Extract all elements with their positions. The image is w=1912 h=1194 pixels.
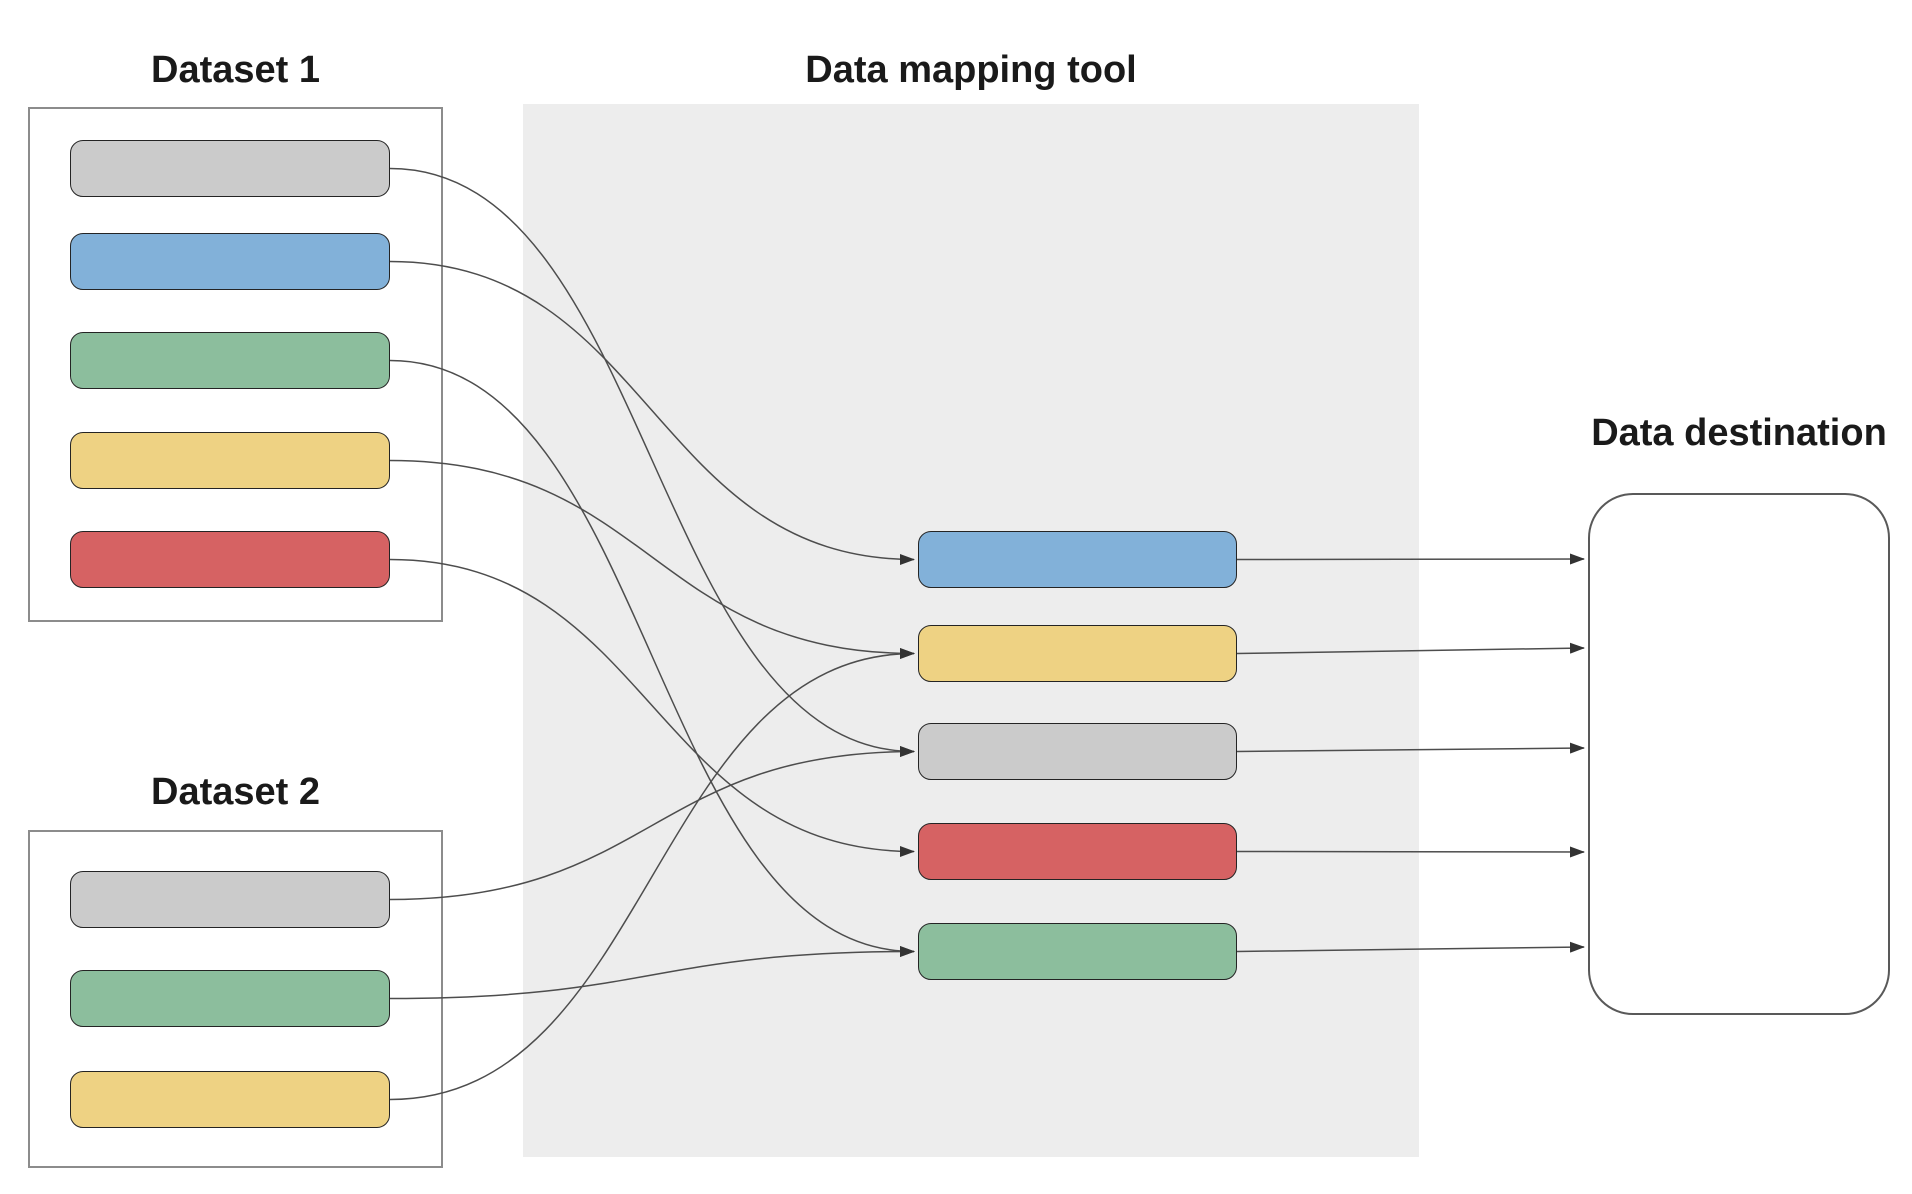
dataset2-field-green bbox=[70, 970, 390, 1027]
mapping-field-red bbox=[918, 823, 1237, 880]
destination-edge-blue bbox=[1236, 553, 1585, 565]
mapping-edge-dataset1-blue bbox=[389, 260, 915, 565]
mapping-field-gray bbox=[918, 723, 1237, 780]
mapping-field-blue bbox=[918, 531, 1237, 588]
destination-edge-yellow bbox=[1236, 642, 1585, 655]
data-destination-box bbox=[1588, 493, 1890, 1015]
dataset1-field-gray bbox=[70, 140, 390, 197]
dataset1-field-green bbox=[70, 332, 390, 389]
mapping-edge-dataset2-gray bbox=[389, 746, 915, 901]
destination-edge-green bbox=[1236, 941, 1585, 953]
mapping-edge-dataset2-green bbox=[389, 946, 915, 1000]
mapping-tool-title: Data mapping tool bbox=[805, 49, 1137, 91]
dataset1-field-red bbox=[70, 531, 390, 588]
dataset2-field-yellow bbox=[70, 1071, 390, 1128]
mapping-field-green bbox=[918, 923, 1237, 980]
data-destination-title: Data destination bbox=[1591, 412, 1887, 454]
dataset1-field-blue bbox=[70, 233, 390, 290]
dataset1-field-yellow bbox=[70, 432, 390, 489]
destination-edge-gray bbox=[1236, 742, 1585, 754]
mapping-edge-dataset1-gray bbox=[389, 167, 915, 757]
destination-edge-red bbox=[1236, 846, 1585, 858]
mapping-edge-dataset1-red bbox=[389, 558, 915, 857]
mapping-edge-dataset2-yellow bbox=[389, 648, 915, 1101]
dataset2-title: Dataset 2 bbox=[151, 771, 320, 813]
dataset2-field-gray bbox=[70, 871, 390, 928]
mapping-edge-dataset1-yellow bbox=[389, 459, 915, 659]
mapping-field-yellow bbox=[918, 625, 1237, 682]
dataset1-title: Dataset 1 bbox=[151, 49, 320, 91]
mapping-edge-dataset1-green bbox=[389, 359, 915, 957]
